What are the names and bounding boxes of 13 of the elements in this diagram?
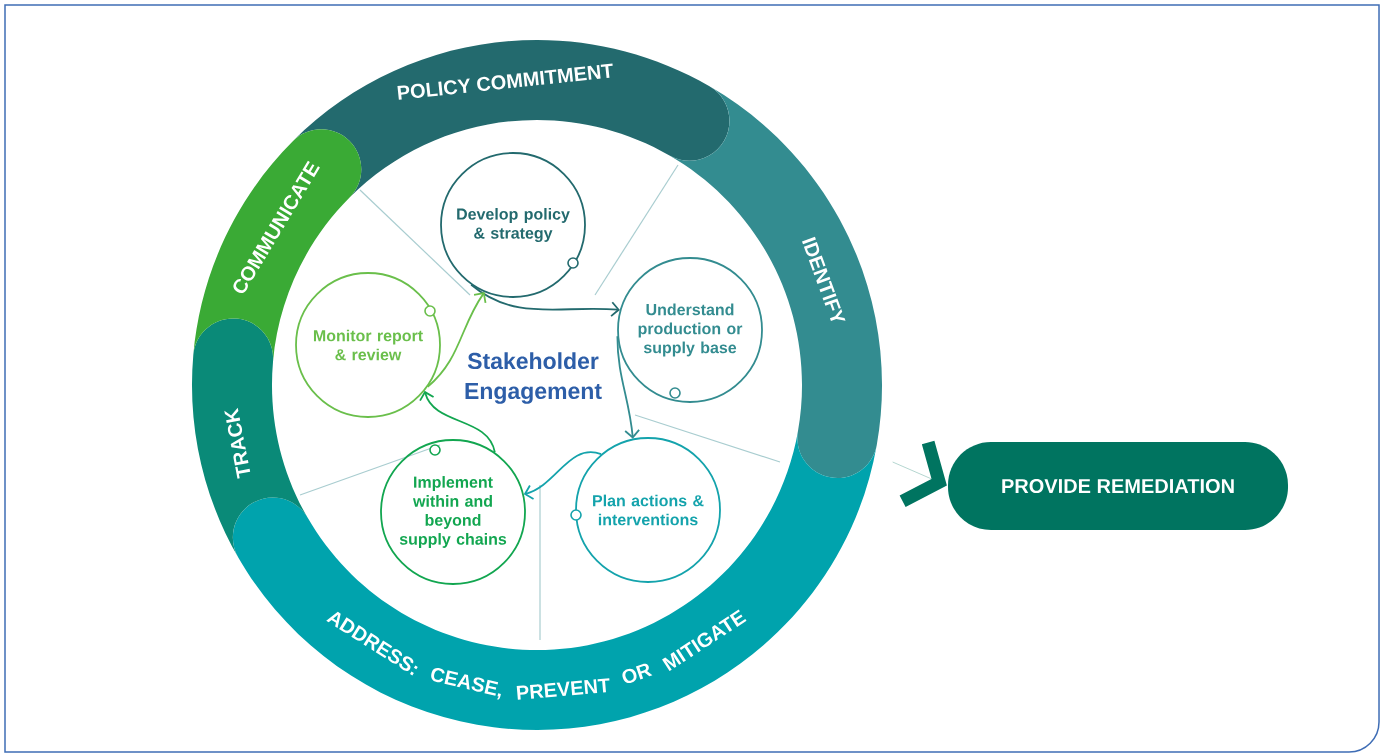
speech-bubble: Plan actions & interventions	[570, 437, 721, 583]
arrow	[426, 292, 487, 388]
ring-segment: TRACK	[192, 318, 308, 558]
arrow	[523, 451, 603, 500]
speech-bubble: Monitor report & review	[295, 272, 441, 418]
pill-box: PROVIDE REMEDIATION	[948, 442, 1288, 530]
speech-bubble: Develop policy & strategy	[440, 152, 586, 298]
speech-bubble: Understand production or supply base	[617, 257, 763, 403]
center-label: Stakeholder Engagement	[465, 352, 602, 404]
arrow	[419, 390, 496, 454]
speech-bubble: Implement within and beyond supply chains	[380, 439, 526, 585]
arrow	[470, 283, 620, 318]
arrow	[616, 335, 640, 439]
